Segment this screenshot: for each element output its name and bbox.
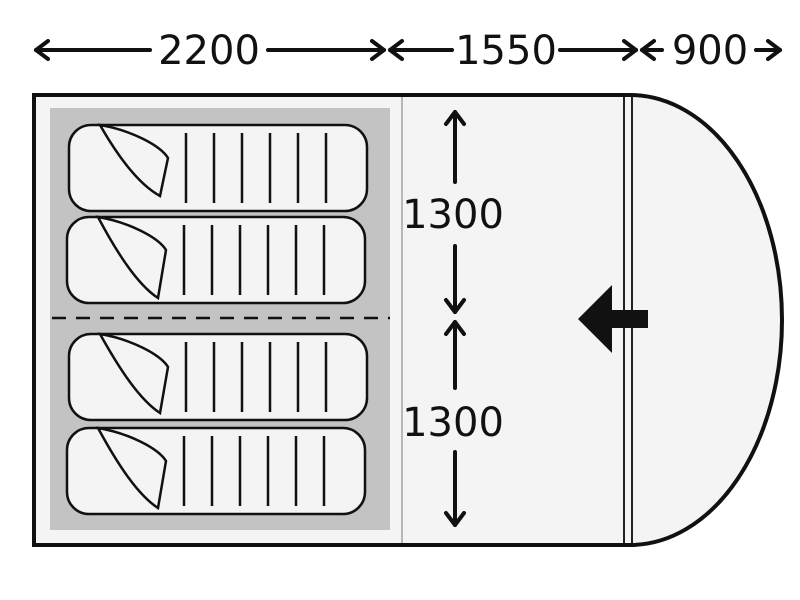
- left-arrow-icon: [578, 285, 648, 353]
- dimension-label-living-width: 1550: [455, 28, 557, 74]
- top-dimension-line: [34, 39, 782, 61]
- sleeping-bag-1: [67, 123, 369, 213]
- dimension-label-top-height: 1300: [402, 192, 504, 238]
- sleeping-bag-2: [65, 215, 367, 305]
- dimension-label-bottom-height: 1300: [402, 400, 504, 446]
- dimension-label-bedroom-width: 2200: [158, 28, 260, 74]
- sleeping-bag-4: [65, 426, 367, 516]
- vertical-dimension-line: [444, 110, 466, 527]
- sleeping-bag-3: [67, 332, 369, 422]
- dimension-label-porch-width: 900: [672, 28, 748, 74]
